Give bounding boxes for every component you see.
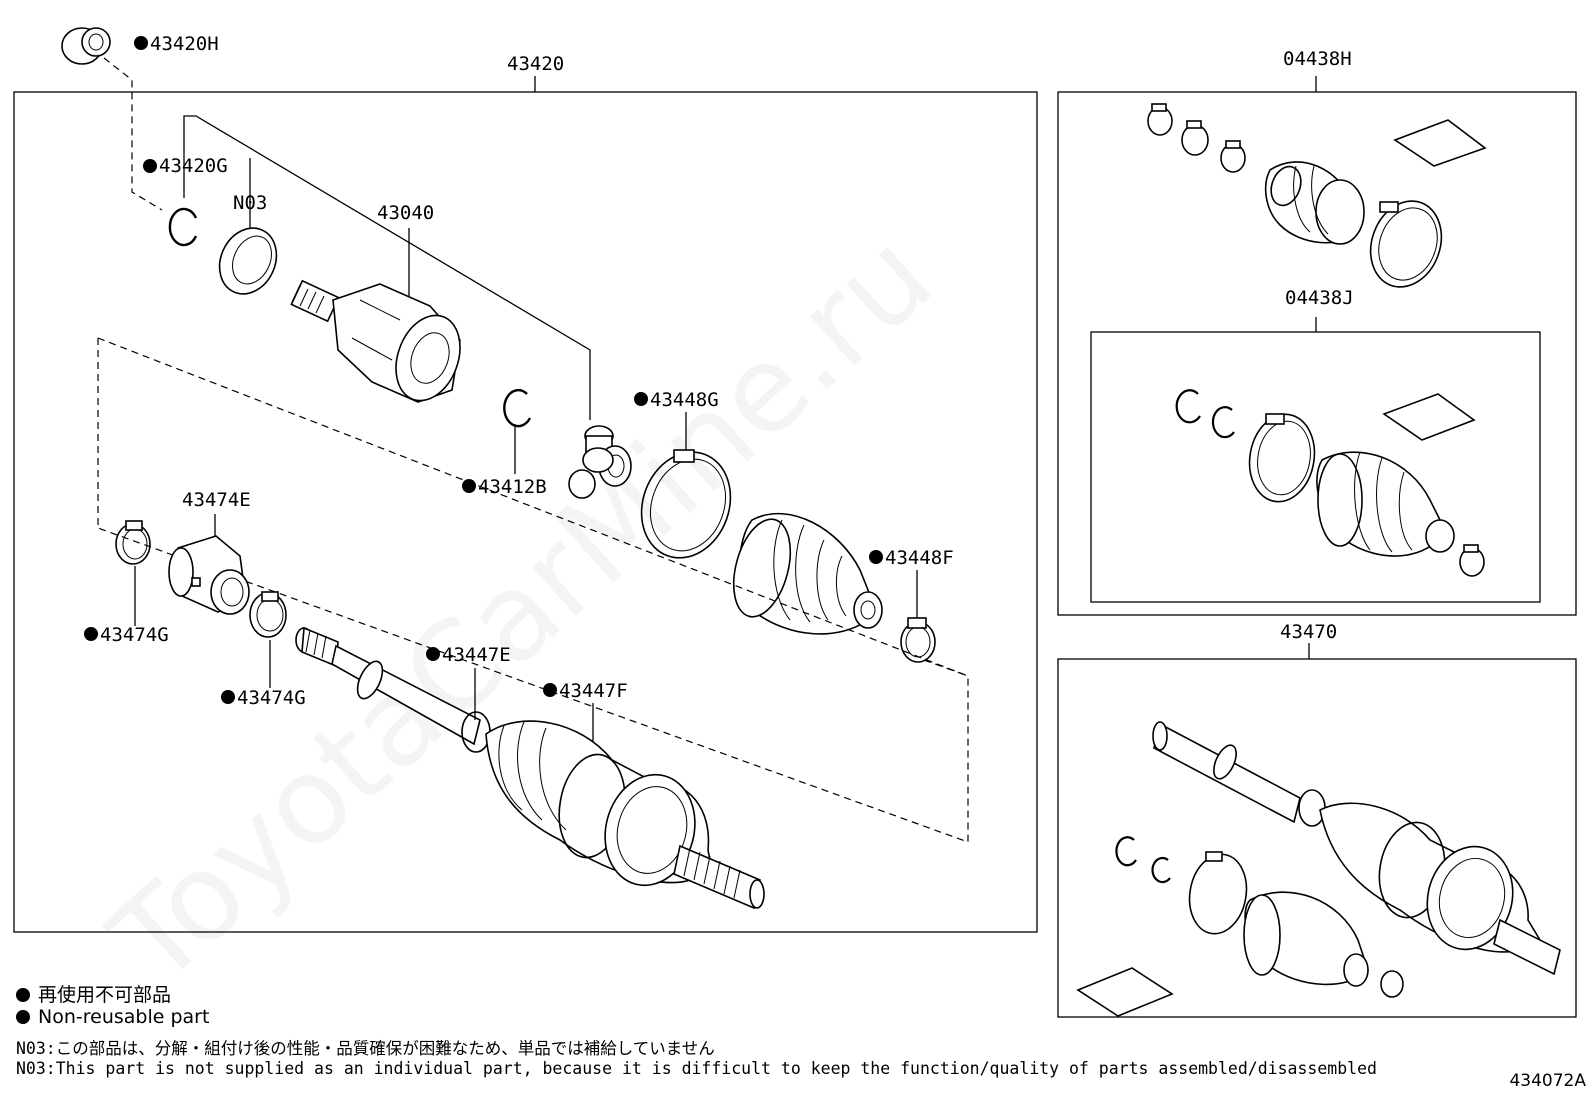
outboard-boot-part (732, 512, 883, 635)
note-en: N03:This part is not supplied as an indi… (16, 1059, 1377, 1078)
snap-ring-part (503, 388, 532, 428)
shaft-assembly-frame-43470 (1057, 658, 1577, 1018)
callout-43420G: 43420G (159, 155, 228, 177)
callout-43420H: 43420H (150, 33, 219, 55)
callout-04438H: 04438H (1283, 48, 1352, 70)
bullet-dot-icon (16, 988, 30, 1002)
callout-43474G-right: 43474G (237, 687, 306, 709)
boot-kit-frame-04438J (1090, 331, 1541, 603)
non-reusable-dot (634, 392, 648, 406)
non-reusable-dot (426, 647, 440, 661)
callout-04438J: 04438J (1285, 287, 1354, 309)
damper-clamp-part (249, 591, 287, 638)
shaft-assembly-43470-contents (1076, 721, 1561, 1017)
non-reusable-dot (143, 159, 157, 173)
drive-shaft-part (295, 626, 481, 746)
dust-cover-part (61, 27, 111, 65)
callout-43412B: 43412B (478, 476, 547, 498)
non-reusable-dot (134, 36, 148, 50)
tripod-joint-part (568, 425, 632, 499)
kit-04438J-contents (1175, 389, 1485, 577)
figure-id: 434072A (1509, 1071, 1586, 1091)
main-assembly-frame (13, 91, 1038, 933)
kit-04438H-contents (1147, 103, 1487, 288)
dynamic-damper-part (168, 535, 250, 615)
callout-43447F: 43447F (559, 680, 628, 702)
boot-kit-frame-04438H (1057, 91, 1577, 616)
callout-43470: 43470 (1280, 621, 1337, 643)
note-jp: N03:この部品は、分解・組付け後の性能・品質確保が困難なため、単品では補給して… (16, 1039, 715, 1058)
boot-clamp-large-part (640, 449, 732, 559)
inboard-joint-housing-part (290, 279, 461, 403)
callout-43448G: 43448G (650, 389, 719, 411)
bullet-dot-icon (16, 1010, 30, 1024)
callout-43474E: 43474E (182, 489, 251, 511)
callout-43040: 43040 (377, 202, 434, 224)
outboard-joint-assembly-part (485, 720, 765, 910)
damper-clamp-part (115, 520, 151, 565)
callout-43448F: 43448F (885, 547, 954, 569)
callout-43447E: 43447E (442, 644, 511, 666)
legend-en: Non-reusable part (16, 1006, 209, 1028)
seal-ring-part (218, 227, 278, 295)
non-reusable-dot (869, 550, 883, 564)
legend-jp: 再使用不可部品 (16, 980, 171, 1007)
non-reusable-dot (462, 479, 476, 493)
legend-en-text: Non-reusable part (38, 1006, 210, 1028)
legend-jp-text: 再使用不可部品 (38, 984, 172, 1006)
non-reusable-dot (84, 627, 98, 641)
snap-ring-part (168, 207, 198, 247)
callout-43420: 43420 (507, 53, 564, 75)
non-reusable-dot (221, 690, 235, 704)
boot-clamp-small-part (900, 617, 936, 663)
callout-43474G-left: 43474G (100, 624, 169, 646)
non-reusable-dot (543, 683, 557, 697)
